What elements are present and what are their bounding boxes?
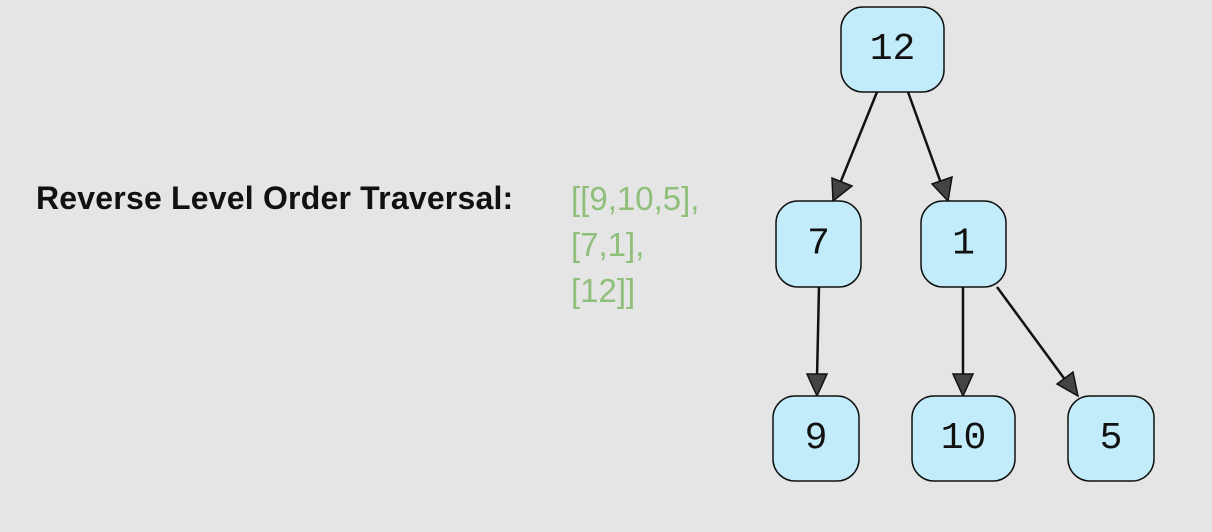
- node-value: 9: [805, 417, 828, 460]
- node-value: 7: [807, 223, 830, 266]
- result-line: [12]]: [571, 272, 636, 309]
- edge-12-7: [831, 91, 879, 203]
- edge-7-9: [805, 286, 829, 398]
- node-value: 5: [1100, 417, 1123, 460]
- edge-1-10: [951, 287, 975, 398]
- tree-node-9: 9: [772, 395, 860, 482]
- tree-node-12: 12: [840, 6, 945, 93]
- tree-node-1: 1: [920, 200, 1007, 288]
- tree-edges: [805, 91, 1080, 398]
- result-line: [[9,10,5],: [571, 180, 700, 217]
- edge-1-5: [995, 286, 1080, 398]
- node-value: 12: [870, 28, 916, 71]
- traversal-label: Reverse Level Order Traversal:: [36, 180, 514, 216]
- tree-node-5: 5: [1067, 395, 1155, 482]
- tree-node-7: 7: [775, 200, 862, 288]
- tree-node-10: 10: [911, 395, 1016, 482]
- node-value: 1: [952, 223, 975, 266]
- node-value: 10: [941, 417, 987, 460]
- traversal-result: [[9,10,5], [7,1], [12]]: [571, 176, 699, 314]
- result-line: [7,1],: [571, 226, 645, 263]
- edge-12-1: [906, 91, 953, 203]
